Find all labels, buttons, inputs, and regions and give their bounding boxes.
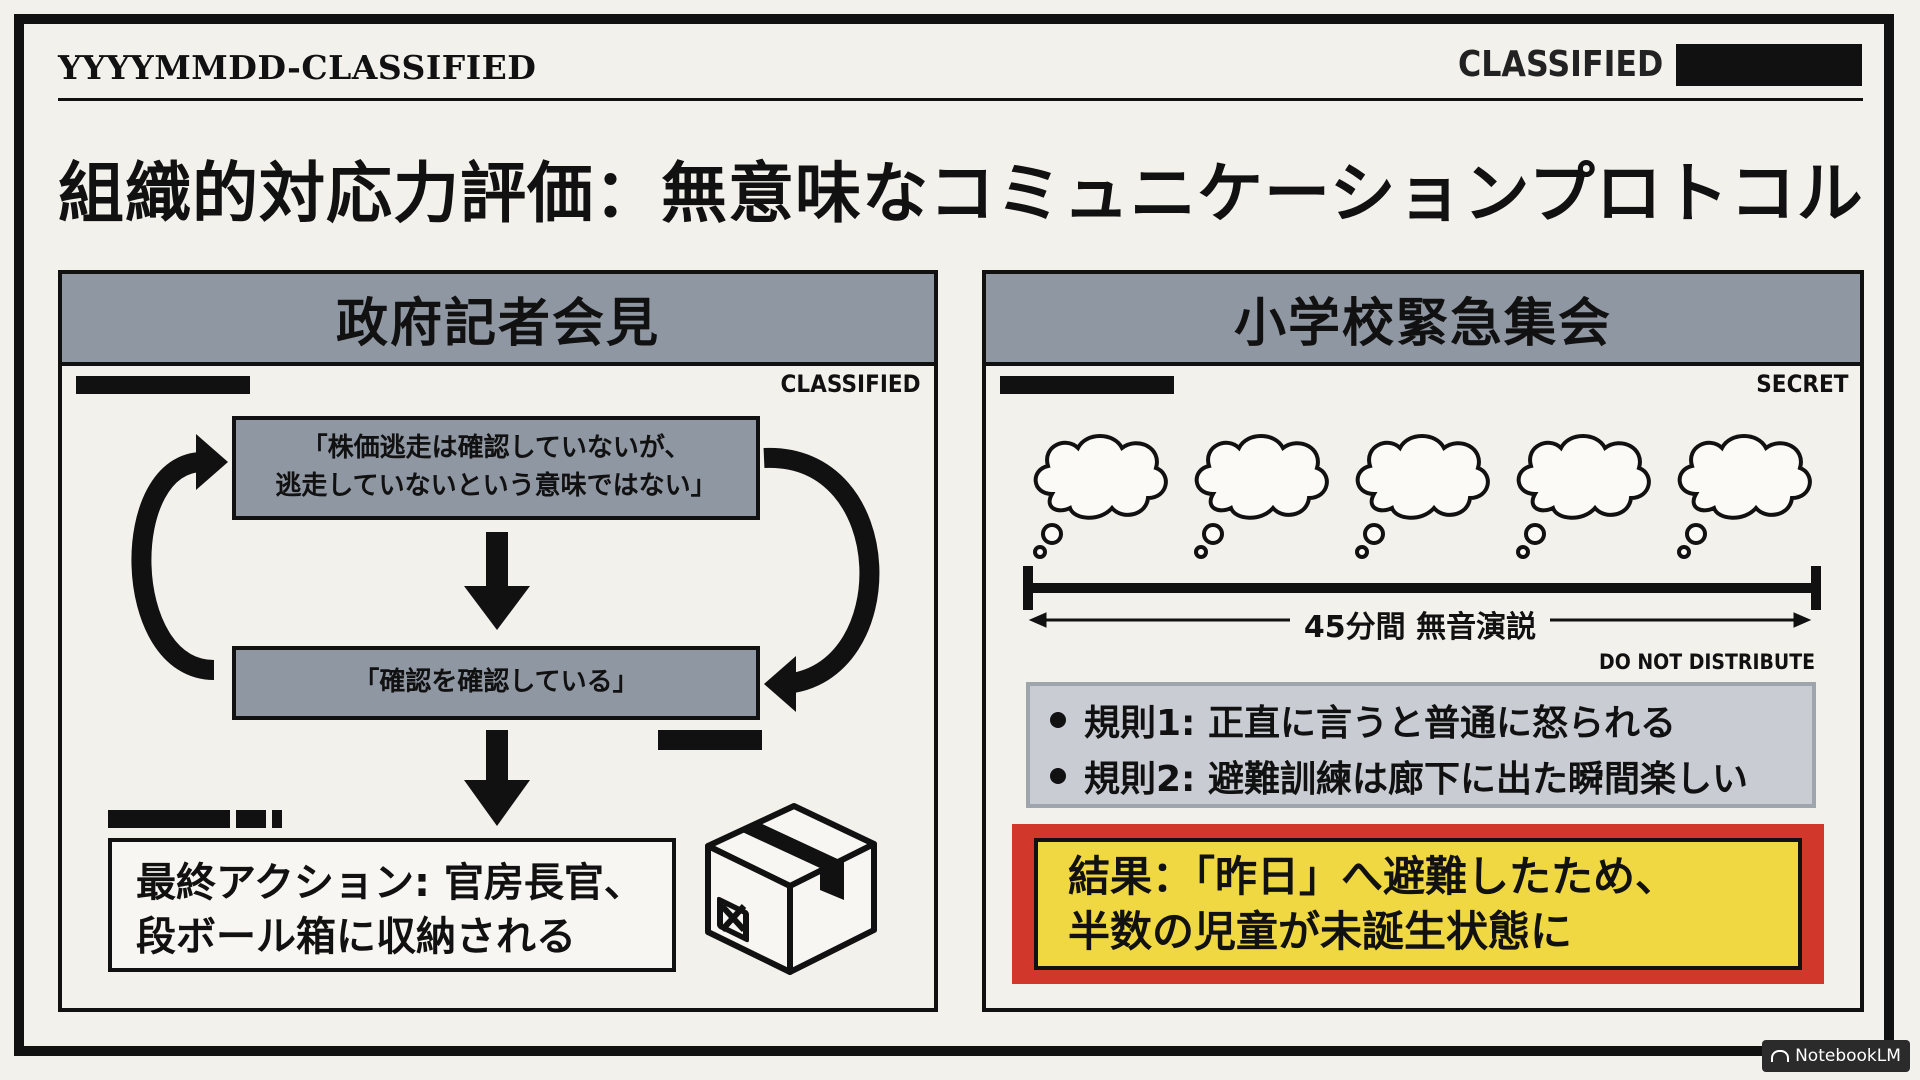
redaction-bar (658, 730, 762, 750)
redaction-bar (1000, 376, 1174, 394)
quote-line: 逃走していないという意味ではない」 (275, 471, 717, 501)
down-arrow-icon (464, 532, 530, 630)
rules-box: 規則1: 正直に言うと普通に怒られる 規則2: 避難訓練は廊下に出た瞬間楽しい (1026, 682, 1816, 808)
redaction-bar (76, 376, 250, 394)
page-title: 組織的対応力評価：無意味なコミュニケーションプロトコル (58, 155, 1864, 232)
result-box: 結果：「昨日」へ避難したため、 半数の児童が未誕生状態に (1034, 838, 1802, 970)
panel-heading: 小学校緊急集会 (986, 274, 1860, 366)
redaction-bar (236, 810, 266, 828)
rule-item: 規則2: 避難訓練は廊下に出た瞬間楽しい (1050, 748, 1792, 804)
loop-arrow-left-icon (131, 434, 228, 680)
result-line: 半数の児童が未誕生状態に (1068, 906, 1573, 956)
quote-box-middle: 「確認を確認している」 (232, 646, 760, 720)
rule-item: 規則1: 正直に言うと普通に怒られる (1050, 692, 1792, 748)
redaction-bar (1676, 44, 1862, 86)
classification-label: CLASSIFIED (1458, 44, 1664, 85)
panel-heading: 政府記者会見 (62, 274, 934, 366)
duration-label: 45分間 無音演説 (1290, 602, 1550, 646)
bullet-icon (1050, 768, 1066, 784)
loop-arrow-right-icon (763, 447, 880, 712)
final-action-box: 最終アクション: 官房長官、 段ボール箱に収納される (108, 838, 676, 972)
timeline-bar-icon (1023, 566, 1821, 610)
secret-stamp: SECRET (1756, 370, 1849, 398)
result-line: 結果：「昨日」へ避難したため、 (1068, 852, 1678, 901)
quote-box-top: 「株価逃走は確認していないが、 逃走していないという意味ではない」 (232, 416, 760, 520)
notebooklm-logo-icon (1771, 1050, 1790, 1062)
redaction-bar (108, 810, 230, 828)
down-arrow-icon (464, 730, 530, 826)
notebooklm-badge: NotebookLM (1762, 1040, 1910, 1072)
header-divider (58, 98, 1863, 101)
distribution-stamp: DO NOT DISTRIBUTE (1598, 650, 1815, 674)
brand-label: NotebookLM (1795, 1046, 1901, 1066)
cardboard-box-icon (705, 803, 877, 975)
final-action-line: 段ボール箱に収納される (136, 914, 576, 960)
bullet-icon (1050, 712, 1066, 728)
thought-cloud-shapes (1033, 434, 1812, 559)
rule-text: 規則1: 正直に言うと普通に怒られる (1084, 703, 1676, 744)
quote-line: 「株価逃走は確認していないが、 (301, 433, 691, 464)
document-id: YYYYMMDD-CLASSIFIED (58, 48, 537, 87)
final-action-line: 最終アクション: 官房長官、 (136, 860, 644, 906)
rule-text: 規則2: 避難訓練は廊下に出た瞬間楽しい (1084, 759, 1748, 800)
redaction-bar (272, 810, 282, 828)
classified-stamp: CLASSIFIED (781, 370, 921, 398)
